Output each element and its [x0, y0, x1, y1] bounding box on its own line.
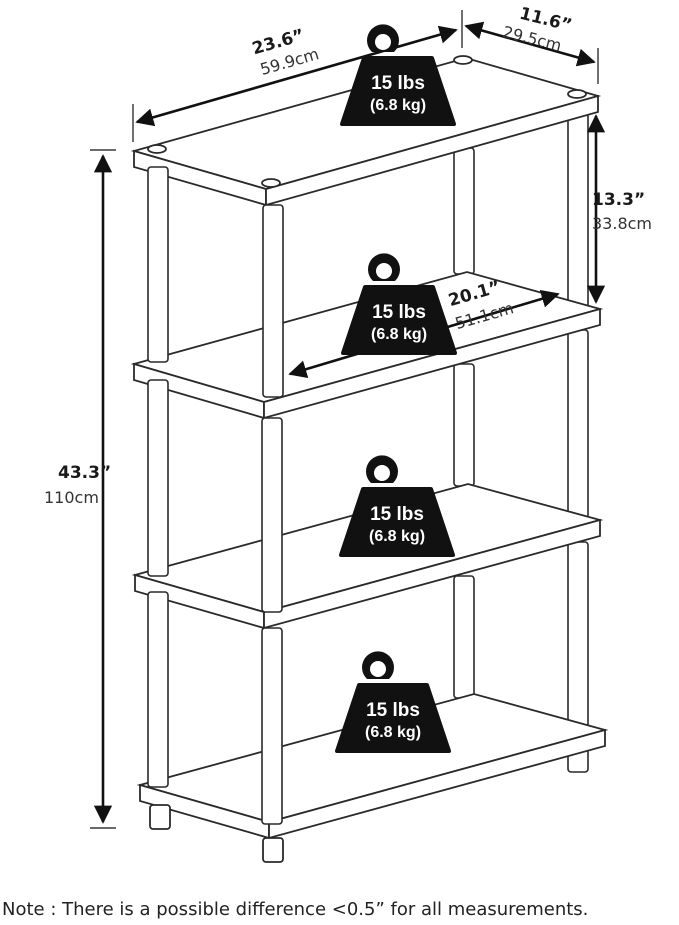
weight-icon-shelf-3: 15 lbs (6.8 kg) [339, 453, 455, 557]
depth-label: 11.6” 29.5cm [501, 4, 574, 55]
svg-text:15 lbs: 15 lbs [371, 73, 425, 94]
weight-icon-shelf-2: 15 lbs (6.8 kg) [341, 251, 457, 355]
svg-text:(6.8 kg): (6.8 kg) [371, 326, 427, 343]
front-posts-lower [147, 591, 283, 825]
weight-icon-shelf-1: 15 lbs (6.8 kg) [340, 22, 456, 126]
measurement-note: Note : There is a possible difference <0… [2, 899, 589, 920]
front-posts-middle [147, 379, 283, 613]
shelf-bottom [136, 693, 609, 863]
svg-text:(6.8 kg): (6.8 kg) [369, 528, 425, 545]
svg-text:(6.8 kg): (6.8 kg) [370, 97, 426, 114]
svg-text:15 lbs: 15 lbs [366, 700, 420, 721]
front-posts-upper [147, 166, 284, 398]
height-metric: 110cm [44, 488, 99, 507]
weight-icon-shelf-4: 15 lbs (6.8 kg) [335, 649, 451, 753]
shelf-gap-metric: 33.8cm [592, 214, 652, 233]
svg-text:15 lbs: 15 lbs [372, 302, 426, 323]
height-imperial: 43.3” [58, 463, 111, 483]
shelf-gap-imperial: 13.3” [592, 190, 645, 210]
svg-text:15 lbs: 15 lbs [370, 504, 424, 525]
svg-text:(6.8 kg): (6.8 kg) [365, 724, 421, 741]
back-posts [453, 112, 589, 773]
